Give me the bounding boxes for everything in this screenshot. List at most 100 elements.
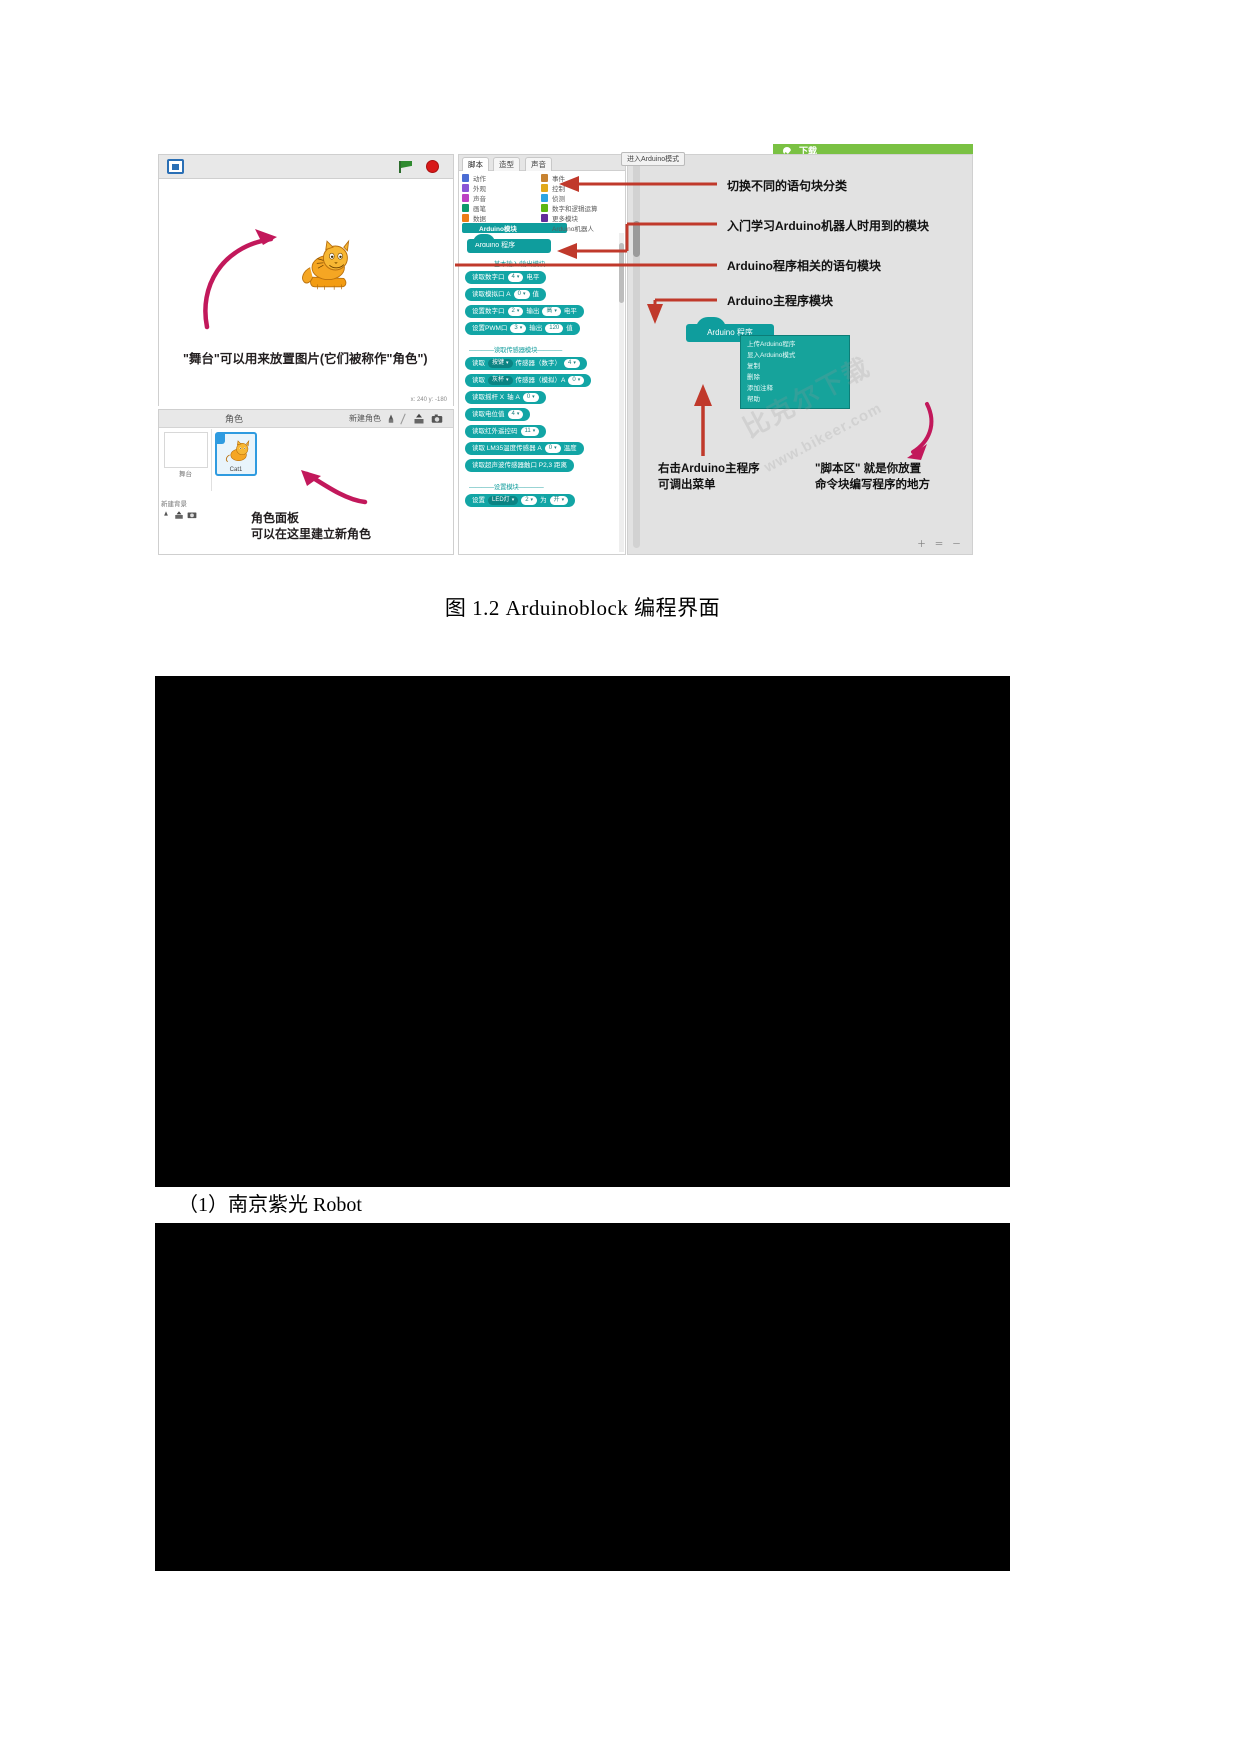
block-set-pwm-pin[interactable]: 设置PWM口 3 输出 120 值 <box>465 322 580 335</box>
menu-item-upload[interactable]: 上传Arduino程序 <box>747 341 796 348</box>
category-arduino-robot[interactable]: Arduino机器人 <box>541 223 624 233</box>
block-read-button-sensor[interactable]: 读取 按键 传感器（数字） 4 <box>465 357 587 370</box>
brush-icon[interactable] <box>385 413 397 425</box>
menu-item-add-comment[interactable]: 添加注释 <box>747 385 773 392</box>
folder-upload-icon[interactable] <box>413 413 425 425</box>
stage-thumbnail[interactable]: 舞台 <box>160 429 212 491</box>
section-header-sensor: ————读取传感器模块———— <box>469 347 563 354</box>
block-field-pin[interactable]: 2 <box>507 307 524 316</box>
category-operators[interactable]: 数字和逻辑运算 <box>541 203 624 213</box>
category-label: 更多模块 <box>552 215 578 223</box>
new-backdrop-label: 新建背景 <box>161 501 187 508</box>
tab-costumes[interactable]: 造型 <box>493 157 520 171</box>
annotation-beginner-modules: 入门学习Arduino机器人时用到的模块 <box>727 219 929 233</box>
category-column-left: 动作 外观 声音 画笔 数据 Arduino模块 <box>462 173 567 233</box>
block-set-digital-pin[interactable]: 设置数字口 2 输出 高 电平 <box>465 305 584 318</box>
block-set-led[interactable]: 设置 LED灯 2 为 开 <box>465 494 576 507</box>
block-field-sensor[interactable]: 按键 <box>488 359 513 368</box>
block-read-lm35-temperature[interactable]: 读取 LM35温度传感器 A 0 温度 <box>465 442 584 455</box>
stage-toolbar <box>159 155 453 179</box>
annotation-line: 命令块编写程序的地方 <box>815 478 930 491</box>
category-label: 数字和逻辑运算 <box>552 205 598 213</box>
sprite-thumbnail-cat <box>225 439 250 463</box>
block-field-device[interactable]: LED灯 <box>488 496 519 505</box>
category-control[interactable]: 控制 <box>541 183 624 193</box>
palette-blocks: Arduino 程序 ————基本输入/输出模块———— 读取数字口 4 电平 … <box>459 233 625 554</box>
camera-icon[interactable] <box>431 413 443 425</box>
category-arduino-module[interactable]: Arduino模块 <box>462 223 567 233</box>
camera-icon-small[interactable] <box>187 510 197 520</box>
fullscreen-icon[interactable] <box>167 159 184 174</box>
category-data[interactable]: 数据 <box>462 213 545 223</box>
pink-arrow-to-sprite-panel <box>301 470 368 505</box>
block-read-ultrasonic-distance[interactable]: 读取超声波传感器触口 P2,3 距离 <box>465 459 574 472</box>
palette-scrollbar[interactable] <box>619 233 624 552</box>
category-label: 动作 <box>473 175 486 183</box>
pink-arrow-to-stage <box>203 229 277 330</box>
block-read-analog-sensor[interactable]: 读取 灰杯 传感器（模拟）A 0 <box>465 374 592 387</box>
block-field-value[interactable]: 120 <box>545 324 564 333</box>
banner-label: 下载 <box>799 146 818 156</box>
block-read-digital-pin[interactable]: 读取数字口 4 电平 <box>465 271 547 284</box>
block-field-state[interactable]: 开 <box>549 496 569 505</box>
tab-sounds[interactable]: 声音 <box>525 157 552 171</box>
sprite-annotation-line1: 角色面板 <box>251 511 300 525</box>
sprite-item-cat1[interactable]: Cat1 <box>215 432 257 476</box>
category-looks[interactable]: 外观 <box>462 183 545 193</box>
sprite-panel-annotation: 角色面板 可以在这里建立新角色 <box>251 510 461 542</box>
menu-item-enter-mode[interactable]: 显入Arduino模式 <box>747 352 796 359</box>
menu-item-duplicate[interactable]: 复制 <box>747 363 760 370</box>
zoom-controls[interactable]: ＋ ＝ － <box>916 539 964 549</box>
block-read-infrared-code[interactable]: 读取红外遥控码 11 <box>465 425 547 438</box>
block-field-pin[interactable]: 11 <box>520 427 540 436</box>
sprite-info-icon[interactable] <box>216 433 225 444</box>
green-flag-icon[interactable] <box>399 161 413 173</box>
new-backdrop-group: 新建背景 <box>161 498 213 520</box>
block-field-pin[interactable]: 0 <box>544 444 561 453</box>
block-field-pin[interactable]: 2 <box>521 496 538 505</box>
context-menu[interactable]: 上传Arduino程序 显入Arduino模式 复制 删除 添加注释 帮助 <box>740 335 850 409</box>
block-read-joystick[interactable]: 读取摇杆 X 轴 A 0 <box>465 391 546 404</box>
sprite-panel: 角色 新建角色 舞台 <box>158 409 454 555</box>
scripts-scrollbar[interactable] <box>633 163 640 548</box>
palette-hat-arduino-program[interactable]: Arduino 程序 <box>467 234 551 253</box>
block-field-pin[interactable]: 4 <box>507 410 524 419</box>
stop-sign-icon[interactable] <box>426 160 439 173</box>
scripts-area[interactable]: Arduino 程序 上传Arduino程序 显入Arduino模式 复制 删除… <box>627 154 973 555</box>
block-field-pin[interactable]: 0 <box>522 393 539 402</box>
redacted-region-1 <box>155 676 1010 1187</box>
block-read-potentiometer[interactable]: 读取电位值 4 <box>465 408 531 421</box>
annotation-line: 可调出菜单 <box>658 478 716 491</box>
redacted-region-2 <box>155 1223 1010 1479</box>
slash-icon <box>400 413 406 425</box>
folder-upload-icon-small[interactable] <box>174 510 184 520</box>
category-label: 事件 <box>552 175 565 183</box>
block-field-pin[interactable]: 0 <box>513 290 530 299</box>
category-motion[interactable]: 动作 <box>462 173 545 183</box>
category-more-blocks[interactable]: 更多模块 <box>541 213 624 223</box>
block-read-analog-pin[interactable]: 读取模拟口 A 0 值 <box>465 288 547 301</box>
category-pen[interactable]: 画笔 <box>462 203 545 213</box>
block-field-pin[interactable]: 4 <box>564 359 580 368</box>
category-sensing[interactable]: 侦测 <box>541 193 624 203</box>
category-sound[interactable]: 声音 <box>462 193 545 203</box>
arduinoblock-screenshot: 下载 <box>155 144 973 558</box>
category-events[interactable]: 事件 <box>541 173 624 183</box>
category-label: 控制 <box>552 185 565 193</box>
enter-arduino-mode-button[interactable]: 进入Arduino模式 <box>621 152 686 166</box>
menu-item-delete[interactable]: 删除 <box>747 374 760 381</box>
scratch-cat-sprite[interactable] <box>297 233 357 295</box>
category-label: Arduino模块 <box>479 225 517 233</box>
sprite-panel-header: 角色 新建角色 <box>159 410 453 428</box>
block-field-pin[interactable]: 4 <box>507 273 524 282</box>
tab-scripts[interactable]: 脚本 <box>462 157 489 171</box>
menu-item-help[interactable]: 帮助 <box>747 396 760 403</box>
block-field-level[interactable]: 高 <box>542 307 561 316</box>
block-field-pin[interactable]: 3 <box>510 324 527 333</box>
block-field-sensor[interactable]: 灰杯 <box>488 376 513 385</box>
brush-icon-small[interactable] <box>161 510 171 520</box>
stage-canvas[interactable]: "舞台"可以用来放置图片(它们被称作"角色") x: 240 y: -180 <box>159 179 453 406</box>
sprite-annotation-line2: 可以在这里建立新角色 <box>251 527 372 542</box>
block-field-pin[interactable]: 0 <box>568 376 585 385</box>
